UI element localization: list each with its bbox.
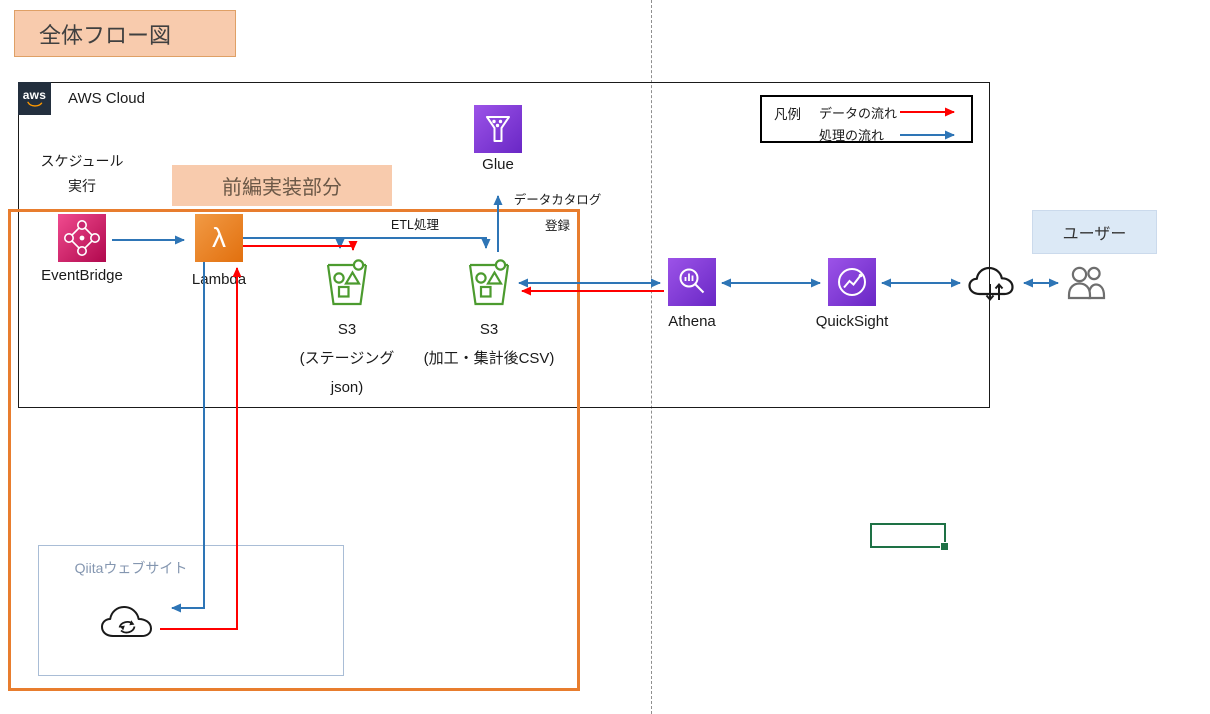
section-divider-dashed-line [651, 0, 652, 714]
glue-icon [474, 105, 522, 153]
lambda-icon: λ [195, 214, 243, 262]
eventbridge-label: EventBridge [41, 267, 123, 284]
quicksight-icon [828, 258, 876, 306]
athena-icon [668, 258, 716, 306]
user-box: ユーザー [1032, 210, 1157, 254]
s3-processed-label: S3 (加工・集計後CSV) [423, 321, 555, 367]
aws-logo-text: aws [22, 88, 47, 102]
diagram-title-box: 全体フロー図 [14, 10, 236, 57]
legend-data-flow-label: データの流れ [819, 106, 898, 121]
excel-cell-selection [870, 523, 949, 551]
qiita-cloud-sync-icon [98, 600, 158, 646]
glue-label: Glue [482, 156, 514, 173]
data-catalog-note: データカタログ 登録 [513, 193, 602, 233]
aws-cloud-label: AWS Cloud [68, 90, 145, 107]
s3-staging-label: S3 (ステージング json) [299, 321, 395, 396]
quicksight-label: QuickSight [815, 313, 889, 330]
diagram-title: 全体フロー図 [39, 22, 172, 48]
athena-label: Athena [668, 313, 716, 330]
s3-staging-icon [324, 258, 370, 308]
legend-box: 凡例 データの流れ 処理の流れ [760, 95, 973, 143]
users-icon [1064, 262, 1110, 302]
legend-title: 凡例 [774, 107, 801, 122]
first-part-implementation-outline [8, 209, 580, 691]
etl-note: ETL処理 [391, 218, 439, 232]
eventbridge-icon [58, 214, 106, 262]
qiita-website-label: Qiitaウェブサイト [74, 560, 188, 576]
first-part-implementation-box: 前編実装部分 [172, 165, 392, 206]
aws-smile-icon [26, 101, 42, 107]
legend-process-flow-label: 処理の流れ [819, 128, 885, 143]
aws-cloud-container [18, 82, 990, 408]
schedule-execution-label: スケジュール 実行 [40, 153, 124, 194]
cloud-transfer-icon [966, 263, 1018, 305]
s3-processed-icon [466, 258, 512, 308]
lambda-label: Lambda [191, 271, 247, 288]
aws-logo: aws [18, 82, 51, 115]
